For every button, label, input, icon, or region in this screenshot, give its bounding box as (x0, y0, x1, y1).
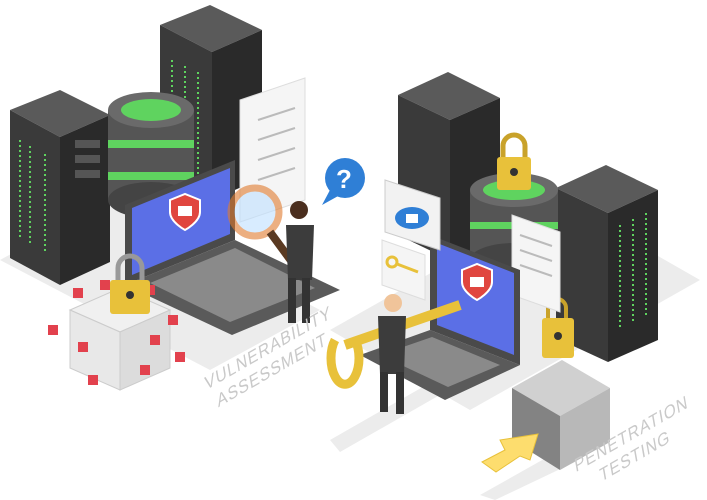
magnifying-glass-icon (227, 184, 296, 265)
cloud-lock-card (384, 179, 441, 251)
person-analyst (286, 201, 314, 323)
padlock-icon (497, 132, 531, 190)
person-with-key (326, 294, 462, 414)
arrow-icon (481, 433, 539, 473)
question-mark: ? (336, 164, 352, 194)
laptop-left (125, 160, 340, 335)
cube-cluster (48, 253, 185, 391)
question-bubble-icon (322, 158, 365, 205)
report-document (511, 214, 561, 313)
gray-cube (512, 360, 610, 470)
server-rack-left (10, 90, 110, 285)
key-card (381, 239, 426, 301)
